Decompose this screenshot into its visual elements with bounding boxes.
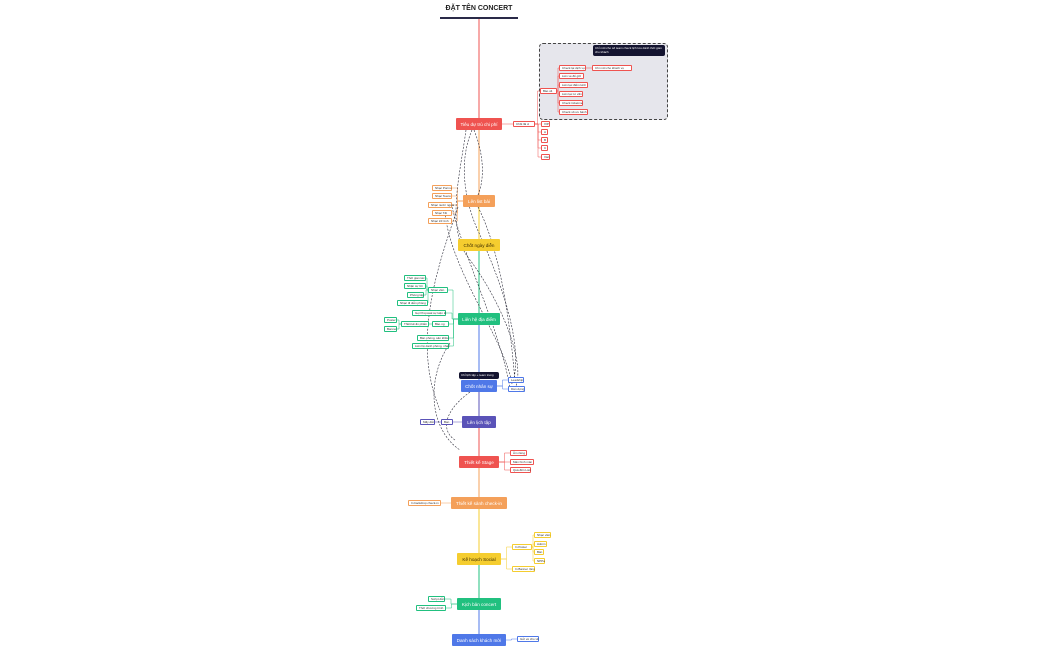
branch-connector: [497, 385, 508, 390]
main-node[interactable]: Thiết kế Stage: [459, 456, 499, 468]
branch-connector: [532, 546, 534, 562]
dependency-link: [446, 391, 471, 441]
sub-node[interactable]: Nhạc nước ngoài: [428, 202, 454, 208]
sub-node[interactable]: Nhạc Teens: [432, 193, 452, 199]
dependency-link: [433, 342, 461, 451]
sub-node[interactable]: Liên vé để giữ: [559, 73, 584, 79]
dependency-link: [464, 129, 516, 379]
main-node[interactable]: Danh sách khách mời: [452, 634, 506, 646]
sub-node[interactable]: In Poster: [512, 544, 532, 550]
branch-connector: [397, 323, 401, 330]
sub-node[interactable]: Mấy dắt: [420, 419, 435, 425]
sub-node[interactable]: Chốt lãi xi: [513, 121, 535, 127]
main-node[interactable]: Liên hệ địa điểm: [458, 313, 500, 325]
main-node[interactable]: Thiết kế sảnh check-in: [451, 497, 507, 509]
sub-node[interactable]: Nhạc Pormu: [432, 185, 452, 191]
diagram-title: ĐẶT TÊN CONCERT: [445, 5, 513, 12]
branch-connector: [497, 379, 508, 387]
branch-connector: [501, 546, 512, 560]
sub-node[interactable]: Admin: [534, 541, 547, 547]
main-node[interactable]: Chốt nhân sự: [461, 380, 497, 392]
sub-node[interactable]: Nhạc viên: [534, 532, 551, 538]
sub-node[interactable]: Liên lạc tư vấn: [559, 91, 583, 97]
branch-connector: [446, 603, 457, 609]
sub-node[interactable]: Quà đến Lùm: [510, 467, 531, 473]
sub-node[interactable]: Gọi Proposal sự kiện lô: [412, 310, 446, 316]
branch-connector: [501, 558, 512, 570]
sub-node[interactable]: Thiết kế ấn phẩm: [401, 321, 429, 327]
main-node[interactable]: Chốt ngày diễn: [458, 239, 500, 251]
title-underline: [440, 17, 518, 19]
sub-node[interactable]: In backdrop check-in: [408, 500, 441, 506]
branch-connector: [448, 289, 458, 320]
sub-node[interactable]: Nhạc viên: [428, 287, 448, 293]
main-node[interactable]: Kịch bản concert: [457, 598, 501, 610]
dependency-link: [427, 206, 459, 411]
branch-connector: [424, 289, 428, 296]
main-node[interactable]: Lên list bài: [463, 195, 495, 207]
sub-node[interactable]: Liên hệ danh phòng, nhạc: [412, 343, 450, 349]
main-node[interactable]: Tiêu dự trù chi phí: [456, 118, 502, 130]
dependency-link: [477, 206, 516, 383]
sub-node[interactable]: Phòng tập: [407, 292, 424, 298]
sub-node[interactable]: Thời chương trình: [416, 605, 446, 611]
main-node[interactable]: Kế hoạch Social: [457, 553, 501, 565]
branch-connector: [535, 90, 540, 125]
sub-node[interactable]: Nhạc đi diễn phòng: [397, 300, 428, 306]
main-node[interactable]: Lên lịch tập: [462, 416, 496, 428]
sub-node[interactable]: In Banner rộng: [512, 566, 535, 572]
sub-node[interactable]: Banner: [384, 326, 397, 332]
branch-connector: [445, 598, 457, 605]
branch-connector: [446, 312, 458, 320]
sub-node[interactable]: Màn hình màn: [510, 459, 534, 465]
sub-node[interactable]: Bảo về: [540, 88, 557, 94]
dependency-link: [451, 206, 511, 389]
sub-node[interactable]: Gửi vé cho về: [517, 636, 539, 642]
sub-node[interactable]: Check ticketme: [559, 100, 583, 106]
dependency-link: [469, 129, 483, 206]
sub-node[interactable]: Âm riêng: [510, 450, 527, 456]
sub-node[interactable]: Poster: [384, 317, 397, 323]
sub-node[interactable]: Bảo ng: [432, 321, 449, 327]
sub-node[interactable]: A: [541, 129, 548, 135]
branch-connector: [452, 195, 463, 202]
dependency-link: [455, 129, 519, 387]
sub-node[interactable]: Nhạc Tết: [432, 210, 452, 216]
sub-node[interactable]: Script dẫn: [428, 596, 445, 602]
sub-node[interactable]: Bán: [534, 549, 544, 555]
note-callout: Chỉ mới cho số team check lịch lưu dành …: [593, 45, 665, 56]
sub-node[interactable]: Nhạc trữ tình: [428, 218, 452, 224]
branch-connector: [535, 123, 541, 158]
sub-node[interactable]: VIP: [541, 121, 550, 127]
branch-connector: [506, 638, 517, 641]
sub-node[interactable]: Dàn dựng: [508, 386, 525, 392]
sub-node[interactable]: Vàn: [541, 154, 550, 160]
sub-node[interactable]: C: [541, 145, 548, 151]
sub-node[interactable]: Bán phòng, sân khấu: [417, 335, 449, 341]
sub-node[interactable]: Ban: [441, 419, 453, 425]
branch-connector: [557, 90, 559, 113]
sub-node[interactable]: Thời gian tác: [404, 275, 426, 281]
sub-node[interactable]: Chi mới cho khách vụ: [592, 65, 632, 71]
sub-node[interactable]: Leadship: [508, 377, 524, 383]
branch-connector: [499, 452, 510, 463]
sub-node[interactable]: B: [541, 137, 548, 143]
branch-connector: [452, 200, 463, 222]
sub-node[interactable]: Check lại dịch vụ: [559, 65, 586, 71]
note-callout: Chỉ lịch tập + team trung: [459, 372, 499, 379]
branch-connector: [449, 318, 458, 347]
sub-node[interactable]: NPPa: [534, 558, 545, 564]
sub-node[interactable]: Check số ưu bánh: [559, 109, 588, 115]
sub-node[interactable]: Nhận sự lời: [404, 283, 426, 289]
sub-node[interactable]: Liên lạc điểm kinh: [559, 82, 588, 88]
branch-connector: [499, 461, 510, 471]
